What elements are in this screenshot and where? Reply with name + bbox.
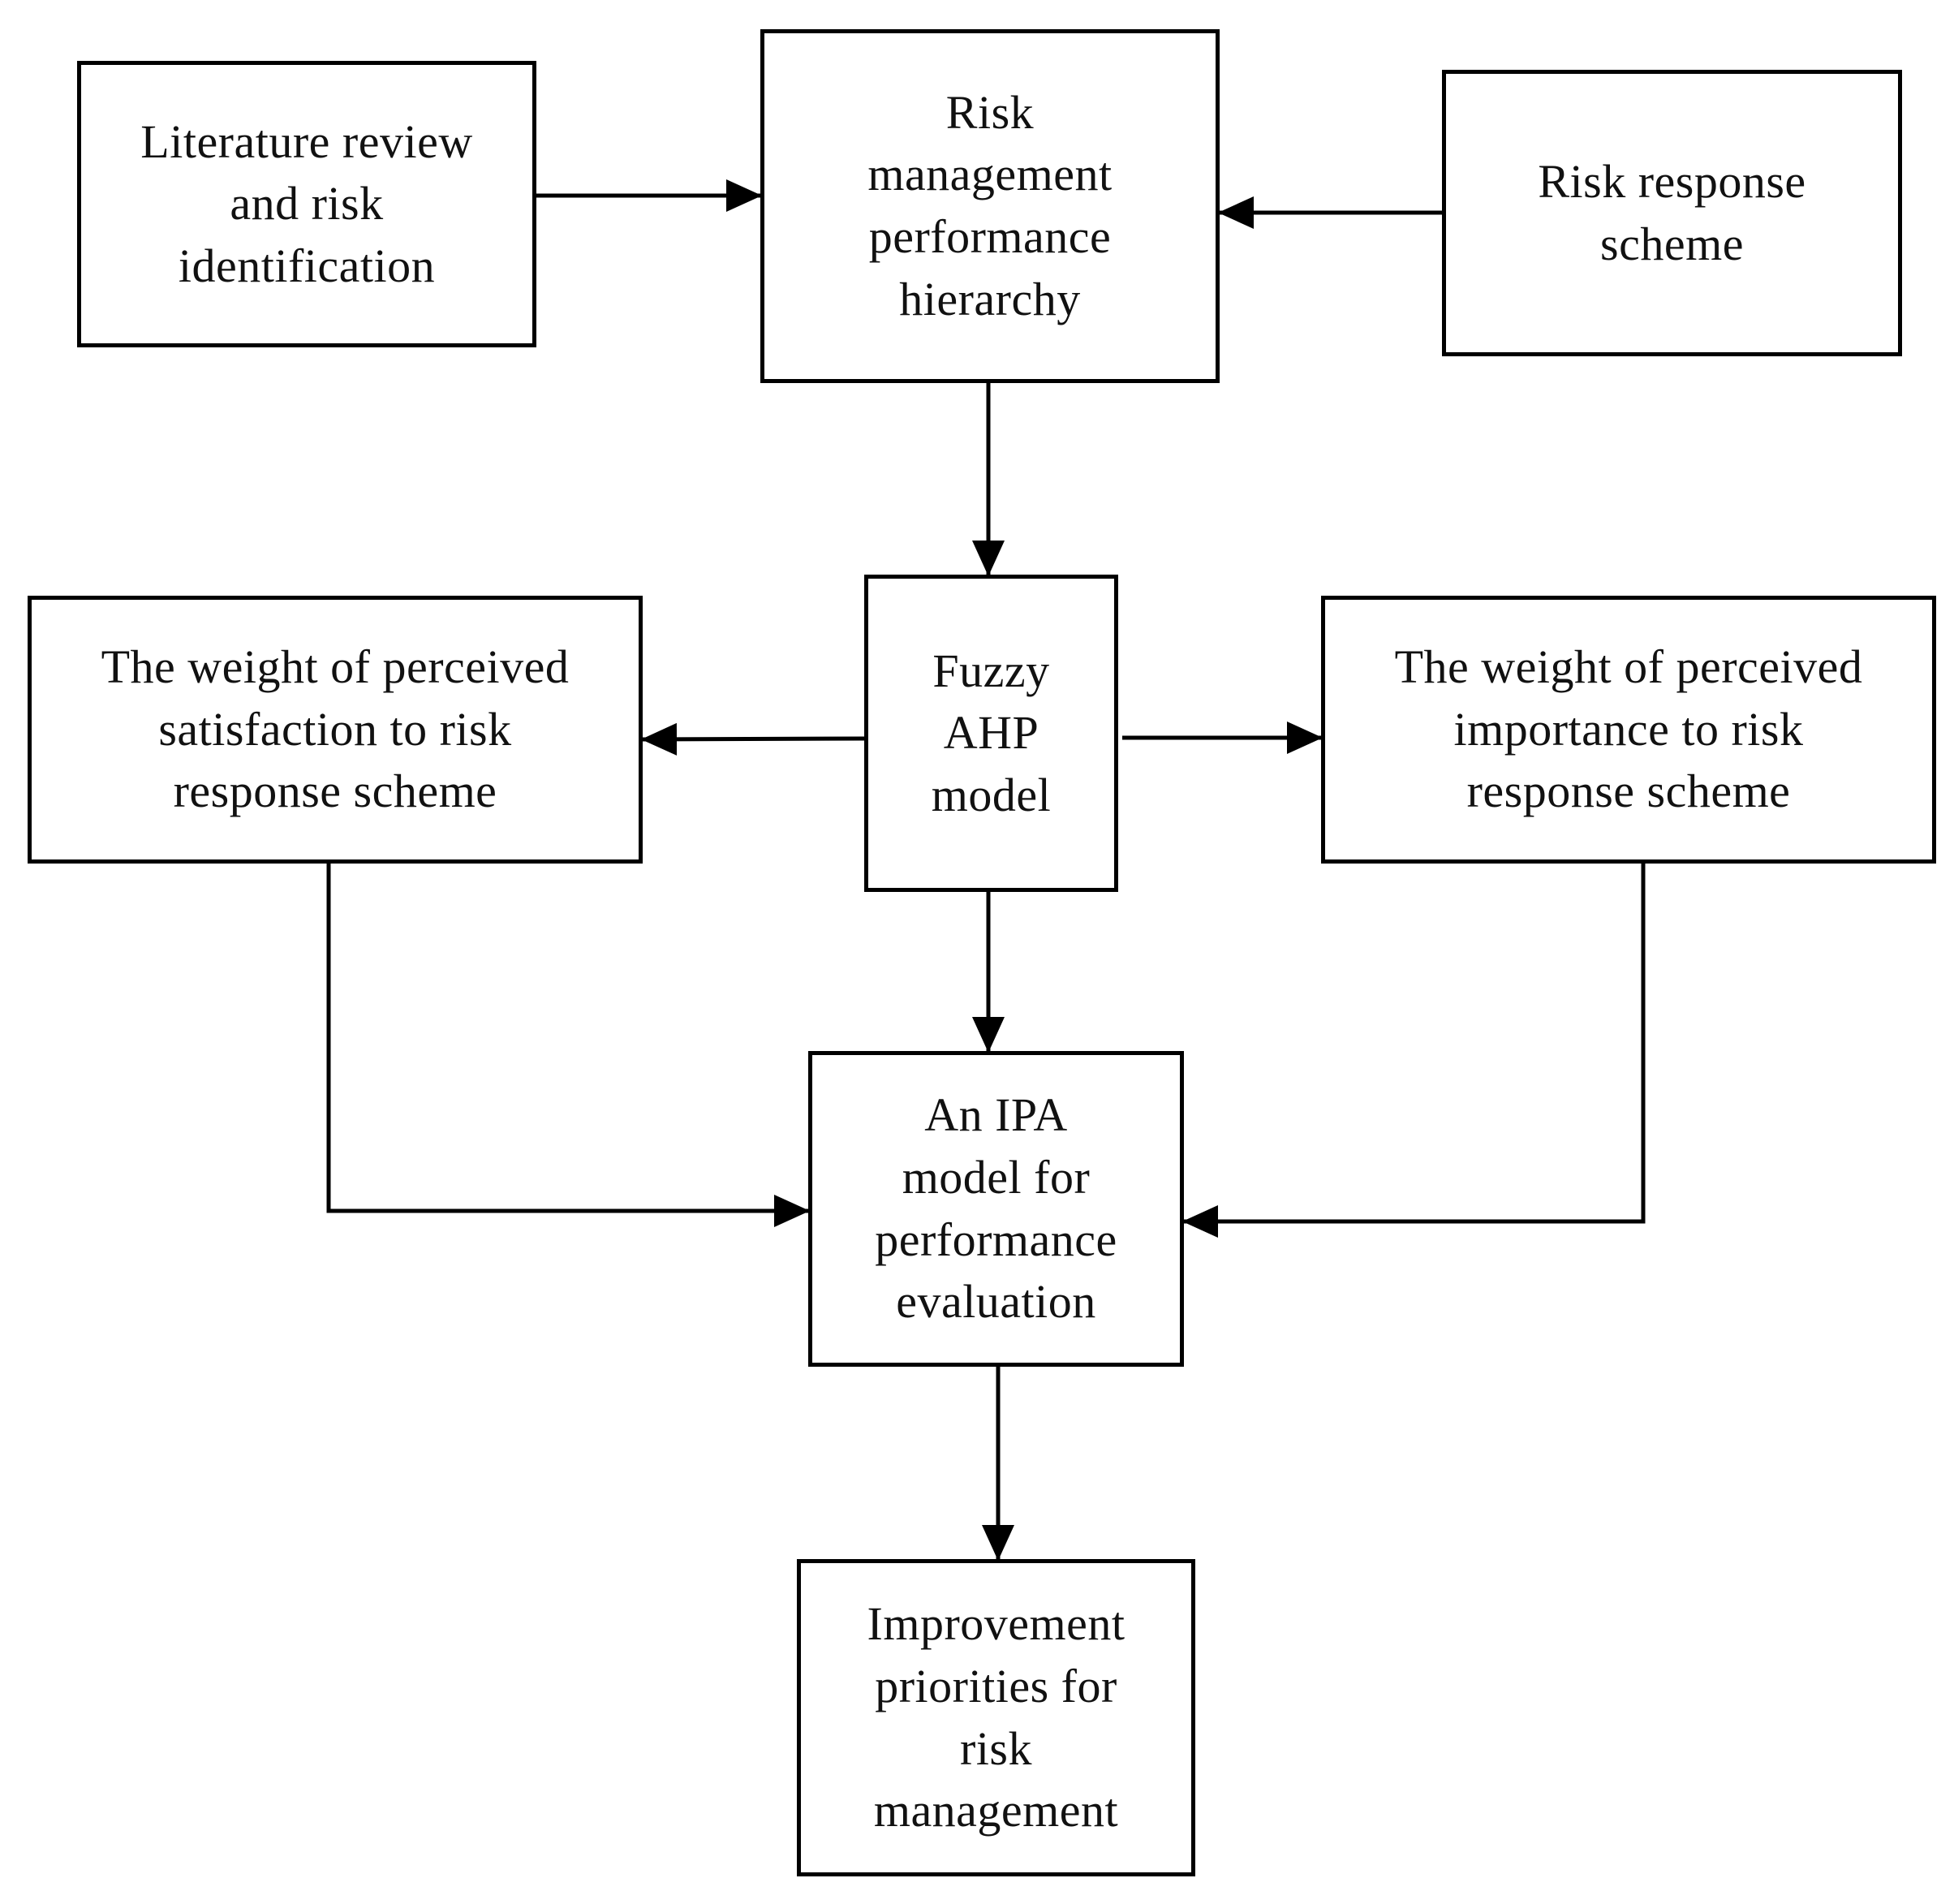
ipa-model-label: An IPA model for performance evaluation: [875, 1088, 1117, 1329]
risk-management-hierarchy-label: Risk management performance hierarchy: [867, 85, 1113, 325]
risk-response-scheme-label: Risk response scheme: [1538, 154, 1806, 270]
fuzzy-ahp-box: Fuzzy AHP model: [864, 575, 1118, 892]
arrow-satisfaction-to-ipa: [326, 864, 810, 1227]
improvement-priorities-label: Improvement priorities for risk manageme…: [867, 1597, 1125, 1837]
arrow-importance-to-ipa: [1182, 864, 1646, 1238]
fuzzy-ahp-label: Fuzzy AHP model: [931, 644, 1052, 821]
importance-weight-box: The weight of perceived importance to ri…: [1321, 596, 1936, 864]
literature-review-box: Literature review and risk identificatio…: [77, 61, 536, 347]
satisfaction-weight-label: The weight of perceived satisfaction to …: [101, 640, 570, 818]
satisfaction-weight-box: The weight of perceived satisfaction to …: [28, 596, 643, 864]
risk-management-hierarchy-box: Risk management performance hierarchy: [760, 29, 1220, 383]
importance-weight-label: The weight of perceived importance to ri…: [1394, 640, 1863, 818]
ipa-model-box: An IPA model for performance evaluation: [808, 1051, 1184, 1367]
improvement-priorities-box: Improvement priorities for risk manageme…: [797, 1559, 1195, 1876]
literature-review-label: Literature review and risk identificatio…: [140, 114, 473, 292]
risk-response-scheme-box: Risk response scheme: [1442, 70, 1902, 356]
